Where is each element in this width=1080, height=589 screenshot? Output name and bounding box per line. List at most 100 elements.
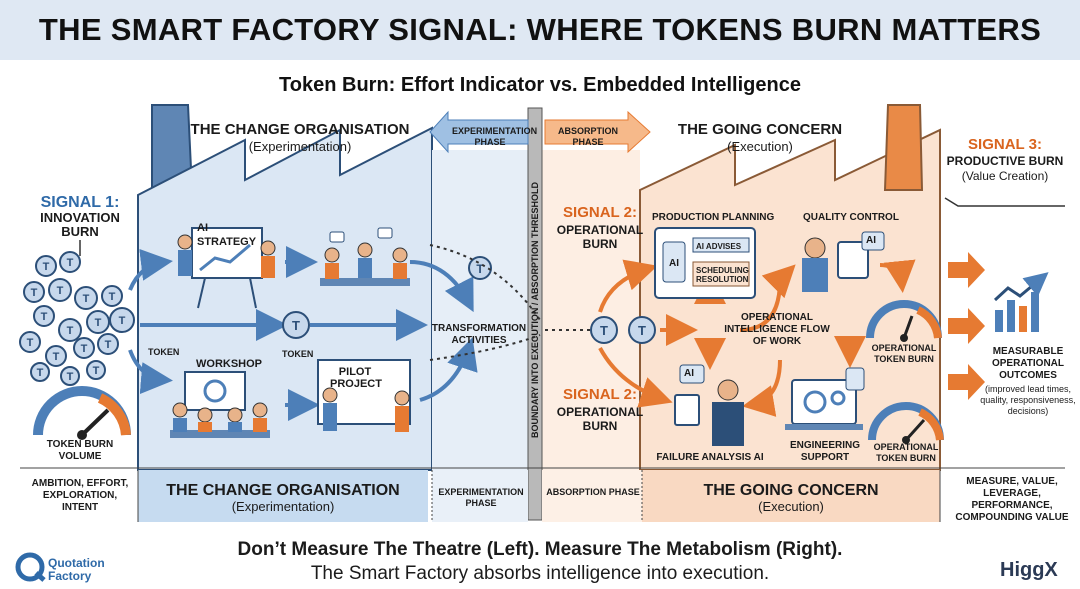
- transformation-activities-label: TRANSFORMATION ACTIVITIES: [431, 323, 527, 346]
- signal3-title: SIGNAL 3:: [968, 136, 1042, 153]
- svg-text:T: T: [95, 317, 102, 329]
- boundary-label: BOUNDARY INTO EXECUTION / ABSORPTION THR…: [530, 181, 540, 439]
- quotation-factory-text-2: Factory: [48, 569, 92, 583]
- bottom-right-keywords: MEASURE, VALUE, LEVERAGE, PERFORMANCE, C…: [955, 476, 1069, 523]
- svg-text:T: T: [638, 323, 646, 338]
- engineering-support-scene: [785, 367, 865, 430]
- token-label-1: TOKEN: [148, 347, 180, 357]
- failure-analysis-label: FAILURE ANALYSIS AI: [656, 452, 764, 463]
- workshop-scene: [170, 371, 270, 438]
- bottom-band-right: [642, 470, 940, 522]
- svg-text:T: T: [81, 343, 88, 355]
- page-subtitle: Token Burn: Effort Indicator vs. Embedde…: [279, 74, 801, 96]
- right-factory: [540, 104, 941, 471]
- page-title: THE SMART FACTORY SIGNAL: WHERE TOKENS B…: [38, 12, 1042, 47]
- operational-token-burn-1-label: OPERATIONAL TOKEN BURN: [871, 343, 937, 364]
- ai-strategy-scene: [177, 227, 276, 309]
- title-banner: [0, 0, 1080, 60]
- footer-line-1: Don’t Measure The Theatre (Left). Measur…: [237, 539, 843, 560]
- outcome-arrows: [948, 252, 985, 400]
- svg-text:T: T: [600, 323, 608, 338]
- bottom-experimentation-label: EXPERIMENTATION PHASE: [438, 487, 524, 508]
- operational-gauge-2: [868, 402, 944, 444]
- quality-control-scene: [802, 231, 885, 292]
- ai-strategy-label: AI STRATEGY: [197, 222, 257, 248]
- ai-tag-robot: AI: [669, 258, 679, 269]
- right-heading-sub: (Execution): [727, 139, 793, 154]
- bottom-left-keywords: AMBITION, EFFORT, EXPLORATION, INTENT: [31, 478, 129, 513]
- footer-line-2: The Smart Factory absorbs intelligence i…: [310, 563, 770, 584]
- failure-analysis-scene: [674, 364, 744, 446]
- quotation-factory-logo: [15, 552, 46, 582]
- svg-text:T: T: [53, 351, 60, 363]
- svg-text:T: T: [83, 293, 90, 305]
- middle-tokens: T T T T: [282, 244, 656, 361]
- operational-gauge-1: [866, 300, 942, 342]
- svg-text:T: T: [67, 257, 74, 269]
- svg-text:T: T: [109, 291, 116, 303]
- svg-text:T: T: [93, 365, 100, 377]
- bottom-band-exp: [432, 470, 528, 522]
- svg-text:T: T: [41, 311, 48, 323]
- quality-control-label: QUALITY CONTROL: [803, 212, 899, 223]
- pilot-project-label: PILOT PROJECT: [330, 366, 382, 390]
- experimentation-phase-label: EXPERIMENTATION PHASE: [452, 126, 538, 147]
- signal2a-label: OPERATIONAL BURN: [556, 223, 644, 251]
- bottom-absorption-label: ABSORPTION PHASE: [546, 487, 640, 497]
- ai-advises-label: AI ADVISES: [696, 242, 742, 251]
- signal1-title: SIGNAL 1:: [40, 194, 120, 211]
- outcomes-sub: (improved lead times, quality, responsiv…: [980, 384, 1076, 416]
- signal2b-title: SIGNAL 2:: [563, 386, 637, 403]
- engineering-support-label: ENGINEERING SUPPORT: [789, 440, 860, 463]
- svg-text:T: T: [119, 315, 126, 327]
- ai-tag-quality: AI: [866, 235, 876, 246]
- bottom-band-abs: [542, 470, 642, 522]
- signal2a-title: SIGNAL 2:: [563, 204, 637, 221]
- signal3-sub: (Value Creation): [961, 169, 1049, 183]
- svg-text:T: T: [31, 287, 38, 299]
- operational-token-burn-2-label: OPERATIONAL TOKEN BURN: [873, 442, 939, 463]
- svg-text:T: T: [67, 325, 74, 337]
- bottom-right-heading: THE GOING CONCERN: [703, 482, 879, 499]
- right-chimney: [883, 104, 924, 191]
- svg-text:T: T: [67, 371, 74, 383]
- outcomes-chart-icon: [993, 272, 1049, 332]
- bottom-right-sub: (Execution): [758, 499, 824, 514]
- signal2b-label: OPERATIONAL BURN: [556, 405, 644, 433]
- signal3-bracket: [944, 197, 1065, 207]
- flow-of-work-label: OPERATIONAL INTELLIGENCE FLOW OF WORK: [724, 312, 830, 347]
- production-planning-label: PRODUCTION PLANNING: [652, 212, 775, 223]
- svg-text:T: T: [105, 339, 112, 351]
- ai-tag-engineer: AI: [684, 368, 694, 379]
- team-meeting-scene: [320, 227, 410, 286]
- quotation-factory-text-1: Quotation: [48, 556, 105, 570]
- workshop-label: WORKSHOP: [196, 358, 262, 370]
- experimentation-arrow: [429, 110, 529, 154]
- svg-text:T: T: [37, 367, 44, 379]
- higgx-logo: HiggX: [1000, 559, 1058, 581]
- token-cluster: [19, 251, 135, 386]
- absorption-phase-label: ABSORPTION PHASE: [557, 126, 618, 147]
- outcomes-label: MEASURABLE OPERATIONAL OUTCOMES: [991, 346, 1065, 381]
- bottom-band-left: [138, 470, 428, 522]
- bottom-left-sub: (Experimentation): [231, 499, 335, 514]
- svg-text:T: T: [27, 337, 34, 349]
- scheduling-resolution-label: SCHEDULING RESOLUTION: [696, 266, 749, 284]
- right-heading: THE GOING CONCERN: [677, 121, 843, 138]
- left-heading-sub: (Experimentation): [248, 139, 352, 154]
- signal3-label: PRODUCTIVE BURN: [946, 154, 1064, 168]
- token-burn-gauge: [33, 386, 131, 440]
- svg-text:T: T: [476, 262, 484, 276]
- svg-text:T: T: [57, 285, 64, 297]
- signal1-label: INNOVATION BURN: [40, 210, 120, 239]
- left-heading: THE CHANGE ORGANISATION: [190, 121, 410, 138]
- svg-text:T: T: [43, 261, 50, 273]
- production-planning-screen: [654, 227, 756, 299]
- pilot-project-scene: [317, 359, 411, 432]
- bottom-left-heading: THE CHANGE ORGANISATION: [166, 482, 400, 499]
- absorption-arrow: [544, 110, 651, 154]
- token-label-2: TOKEN: [282, 349, 314, 359]
- svg-text:T: T: [292, 318, 300, 333]
- token-burn-volume-label: TOKEN BURN VOLUME: [46, 439, 114, 462]
